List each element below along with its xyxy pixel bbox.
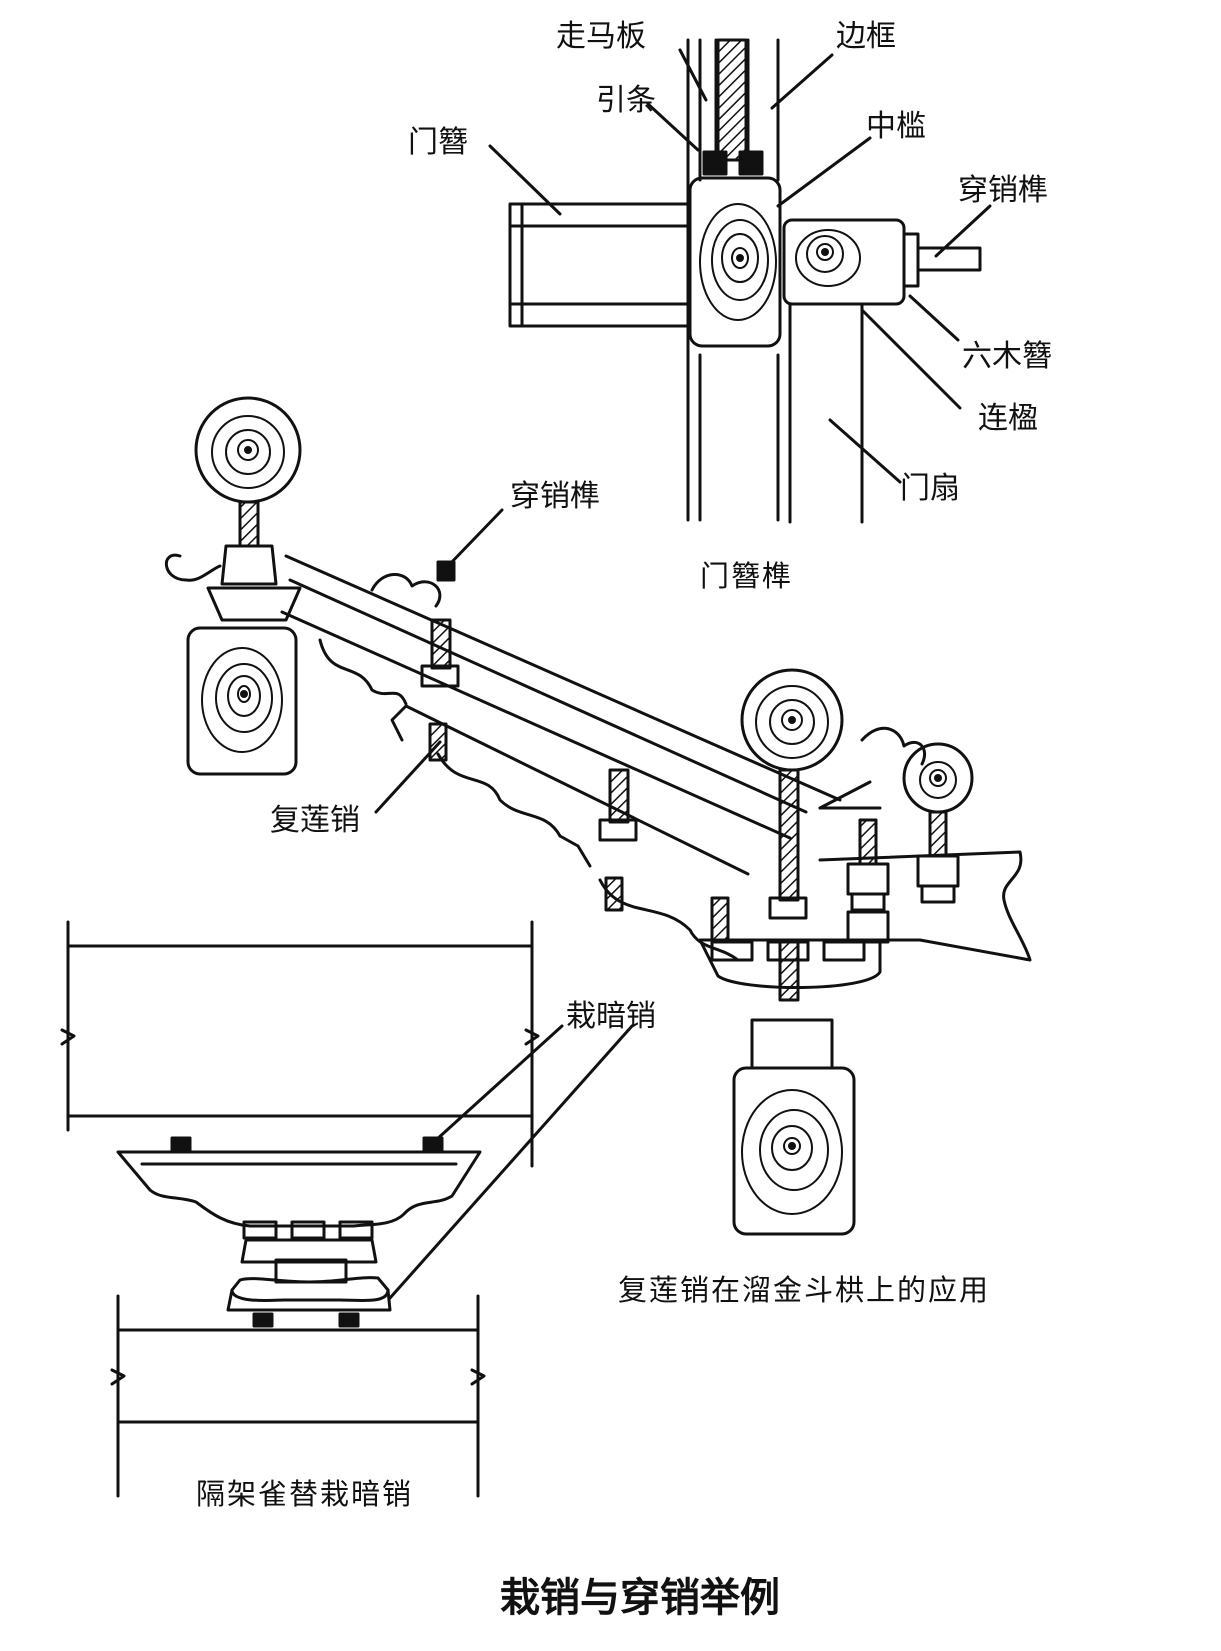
label-chuanxiaosun-mid: 穿销榫 bbox=[510, 479, 600, 514]
caption-sparrow-brace: 隔架雀替栽暗销 bbox=[196, 1477, 414, 1511]
label-biankuang: 边框 bbox=[836, 19, 896, 54]
label-fulianxiao: 复莲销 bbox=[270, 803, 360, 838]
label-liuzan: 六木簪 bbox=[962, 339, 1052, 374]
sparrow-brace-drawing bbox=[60, 920, 634, 1498]
label-menzan: 门簪 bbox=[408, 125, 468, 160]
figure-title: 栽销与穿销举例 bbox=[500, 1574, 780, 1621]
label-zoumaban: 走马板 bbox=[556, 19, 646, 54]
label-menshan: 门扇 bbox=[900, 471, 960, 506]
label-zaianxiao: 栽暗销 bbox=[566, 999, 656, 1034]
label-liankan: 连楹 bbox=[978, 401, 1038, 436]
label-yintiao: 引条 bbox=[596, 83, 656, 118]
door-pin-drawing bbox=[488, 38, 992, 524]
caption-door-latch: 门簪榫 bbox=[700, 559, 794, 593]
compound-lotus-drawing bbox=[164, 396, 1032, 1236]
label-chuanxiaosun-top: 穿销榫 bbox=[958, 173, 1048, 208]
label-zhongkan: 中槛 bbox=[866, 109, 926, 144]
caption-compound-lotus: 复莲销在溜金斗栱上的应用 bbox=[618, 1273, 991, 1307]
